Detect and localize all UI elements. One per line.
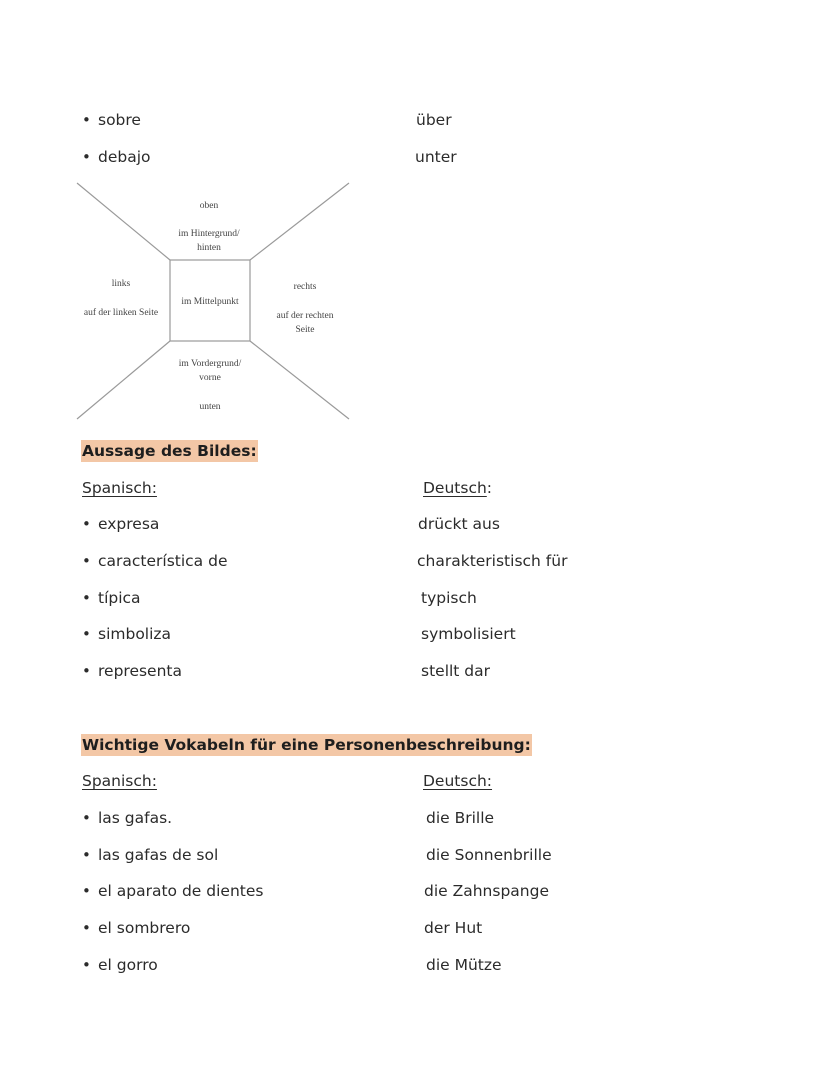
term-es: representa — [98, 662, 182, 680]
label-rechte-seite: auf der rechten — [277, 310, 334, 321]
diagonal-bottom-left — [76, 340, 171, 420]
label-links: links — [112, 279, 131, 289]
label-vorne: vorne — [199, 373, 221, 383]
column-header-spanish: Spanisch: — [82, 479, 157, 497]
diagonal-top-right — [249, 182, 350, 261]
term-es: típica — [98, 589, 141, 607]
column-header-spanish: Spanisch: — [82, 772, 157, 790]
term-de: unter — [415, 148, 457, 166]
label-unten: unten — [199, 402, 220, 412]
term-es: expresa — [98, 515, 160, 533]
label-rechts: rechts — [294, 282, 317, 292]
term-de: die Brille — [426, 809, 495, 827]
position-diagram: oben im Hintergrund/ hinten links auf de… — [76, 182, 350, 420]
bullet: • — [82, 662, 91, 680]
term-de: drückt aus — [418, 515, 500, 533]
term-de: die Sonnenbrille — [426, 846, 552, 864]
term-de: typisch — [421, 589, 477, 607]
bullet: • — [82, 846, 91, 864]
section-heading-aussage: Aussage des Bildes: — [81, 440, 258, 462]
term-es: simboliza — [98, 625, 172, 643]
term-es: las gafas. — [98, 809, 173, 827]
bullet: • — [82, 111, 91, 129]
term-de: charakteristisch für — [417, 552, 568, 570]
column-header-german-colon: : — [486, 479, 493, 497]
term-de: die Mütze — [426, 956, 502, 974]
term-es: el aparato de dientes — [98, 882, 264, 900]
bullet: • — [82, 919, 91, 937]
center-box — [169, 259, 251, 342]
label-oben: oben — [200, 201, 219, 211]
term-de: symbolisiert — [421, 625, 516, 643]
term-es: las gafas de sol — [98, 846, 219, 864]
term-es: sobre — [98, 111, 141, 129]
label-mittelpunkt: im Mittelpunkt — [181, 297, 239, 307]
term-de: über — [416, 111, 452, 129]
label-seite: Seite — [296, 325, 315, 335]
bullet: • — [82, 515, 91, 533]
label-hintergrund: im Hintergrund/ — [178, 229, 240, 239]
term-es: el gorro — [98, 956, 158, 974]
label-vordergrund: im Vordergrund/ — [179, 359, 242, 369]
bullet: • — [82, 148, 91, 166]
term-es: el sombrero — [98, 919, 191, 937]
label-hinten: hinten — [197, 243, 221, 253]
diagonal-bottom-right — [249, 340, 350, 420]
column-header-german-word: Deutsch — [423, 479, 487, 497]
term-de: stellt dar — [421, 662, 491, 680]
term-es: característica de — [98, 552, 228, 570]
label-linke-seite: auf der linken Seite — [84, 307, 158, 318]
bullet: • — [82, 956, 91, 974]
bullet: • — [82, 552, 91, 570]
term-de: der Hut — [424, 919, 483, 937]
term-de: die Zahnspange — [424, 882, 549, 900]
column-header-german: Deutsch: — [423, 478, 492, 498]
term-es: debajo — [98, 148, 151, 166]
diagonal-top-left — [76, 182, 171, 261]
bullet: • — [82, 882, 91, 900]
section-heading-personenbeschreibung: Wichtige Vokabeln für eine Personenbesch… — [81, 734, 532, 756]
bullet: • — [82, 625, 91, 643]
column-header-german: Deutsch: — [423, 772, 493, 790]
bullet: • — [82, 589, 91, 607]
bullet: • — [82, 809, 91, 827]
